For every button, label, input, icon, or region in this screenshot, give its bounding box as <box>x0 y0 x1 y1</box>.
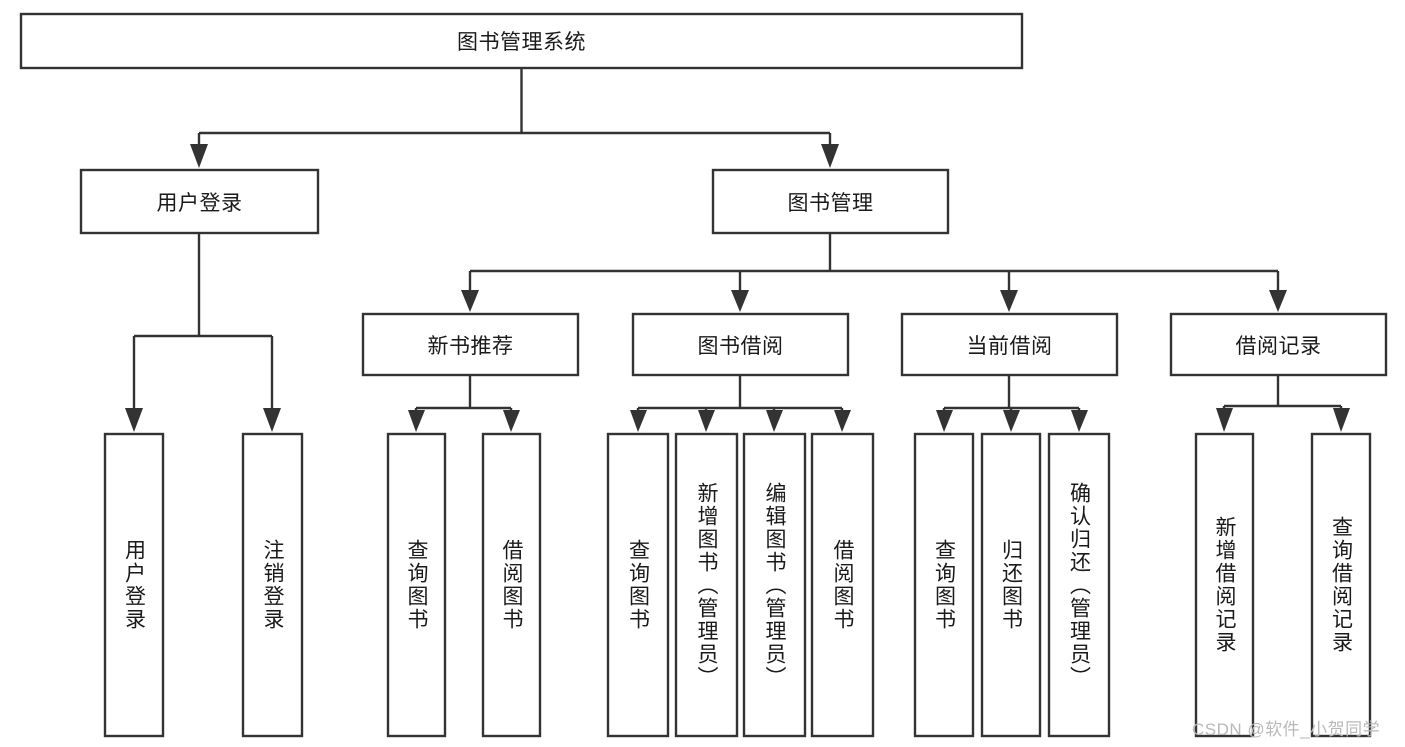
arrow-root-to-bookmgmt <box>821 144 839 168</box>
node-box-leaf-confirm-return[interactable] <box>1047 432 1111 738</box>
node-box-leaf-borrow-book-rec[interactable] <box>481 432 542 738</box>
node-box-leaf-add-borrow-record[interactable] <box>1194 432 1255 738</box>
arrow-recommend-leaf-2 <box>503 410 520 432</box>
csdn-watermark: CSDN @软件_小贺同学 <box>1192 720 1381 739</box>
arrow-borrow-leaf-1 <box>630 410 647 432</box>
arrow-borrow-leaf-4 <box>834 410 851 432</box>
arrow-current-leaf-3 <box>1071 410 1088 432</box>
node-box-book-management[interactable] <box>711 168 950 235</box>
arrow-current-leaf-2 <box>1003 410 1020 432</box>
node-box-user-login[interactable] <box>79 168 320 235</box>
connector-group-borrow <box>630 375 851 432</box>
arrow-userlogin-leaf-1 <box>125 408 143 432</box>
arrow-record-leaf-2 <box>1333 408 1350 432</box>
node-box-current-borrow[interactable] <box>900 312 1119 377</box>
arrow-borrow-leaf-2 <box>698 410 715 432</box>
arrow-root-to-userlogin <box>190 144 208 168</box>
node-box-leaf-return-book[interactable] <box>980 432 1042 738</box>
arrow-borrow-leaf-3 <box>766 410 783 432</box>
arrow-current-leaf-1 <box>936 410 953 432</box>
connector-group-userlogin <box>125 233 281 432</box>
node-box-borrow-record[interactable] <box>1169 312 1388 377</box>
connector-group-root <box>190 68 839 168</box>
connector-group-recommend <box>408 375 520 432</box>
connector-group-bookmgmt <box>461 233 1287 312</box>
arrow-record-leaf-1 <box>1216 408 1233 432</box>
node-box-leaf-user-login[interactable] <box>103 432 165 738</box>
arrow-bookmgmt-to-record <box>1269 290 1287 312</box>
arrow-recommend-leaf-1 <box>408 410 425 432</box>
node-box-leaf-user-logout[interactable] <box>241 432 304 738</box>
node-box-leaf-query-book-rec[interactable] <box>386 432 447 738</box>
node-box-book-borrow[interactable] <box>631 312 850 377</box>
arrow-userlogin-leaf-2 <box>263 408 281 432</box>
node-box-root[interactable] <box>19 12 1024 70</box>
node-box-leaf-query-book-borrow[interactable] <box>606 432 670 738</box>
node-box-leaf-borrow-book[interactable] <box>810 432 875 738</box>
connector-group-current <box>936 375 1088 432</box>
node-box-new-book-recommend[interactable] <box>361 312 580 377</box>
node-box-leaf-query-borrow-record[interactable] <box>1310 432 1372 738</box>
node-box-leaf-add-book[interactable] <box>674 432 739 738</box>
node-box-leaf-query-book-current[interactable] <box>913 432 975 738</box>
node-box-leaf-edit-book[interactable] <box>742 432 807 738</box>
arrow-bookmgmt-to-borrow <box>731 290 749 312</box>
connector-group-record <box>1216 375 1350 432</box>
arrow-bookmgmt-to-current <box>1000 290 1018 312</box>
arrow-bookmgmt-to-recommend <box>461 290 479 312</box>
